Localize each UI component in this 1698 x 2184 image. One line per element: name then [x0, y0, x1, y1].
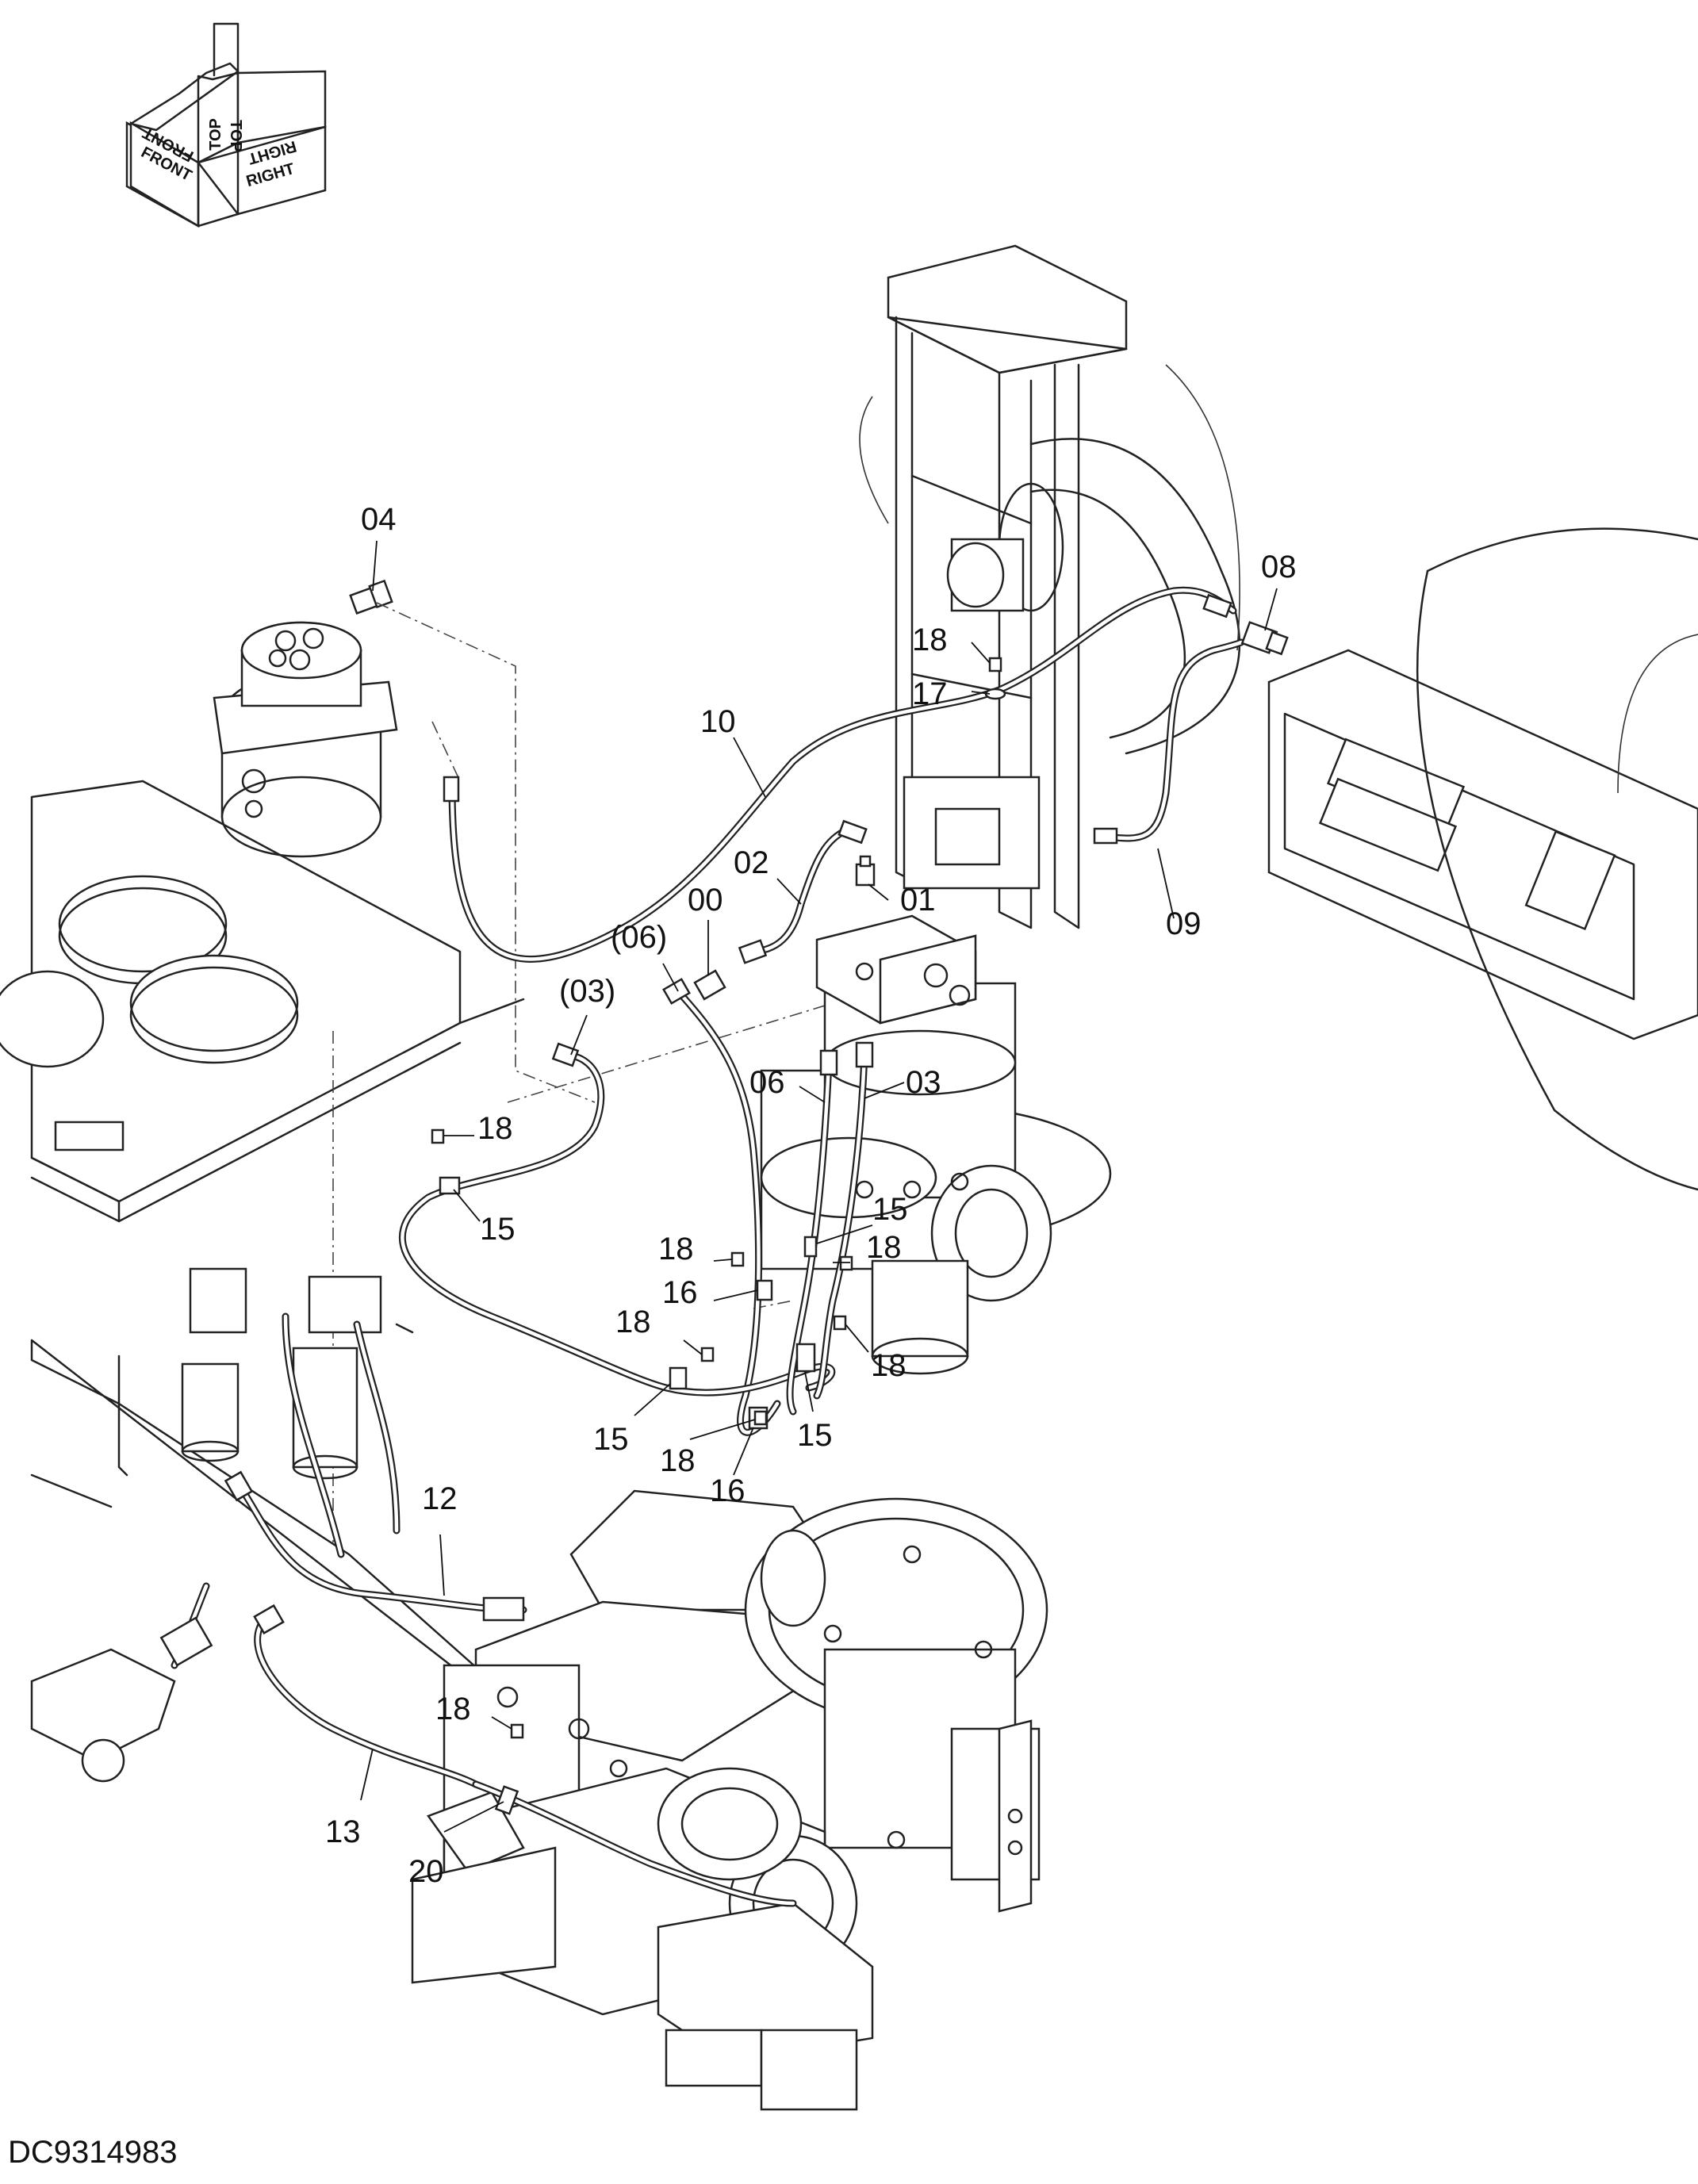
callout-15-c: 15 [593, 1422, 629, 1457]
leader-lines [360, 540, 1278, 1833]
fitting-08 [1240, 621, 1289, 656]
orient-top-label: TOP [206, 118, 224, 151]
hose-13 [253, 1604, 797, 1907]
callout-15-b: 15 [872, 1192, 908, 1227]
callout-03: 03 [906, 1065, 941, 1100]
elbow-fitting-04 [349, 579, 393, 615]
right-control-block [1267, 527, 1698, 1191]
hose-12 [224, 1470, 527, 1622]
callout-18-e: 18 [615, 1305, 651, 1339]
swivel-joint [213, 621, 398, 858]
upright-frame [859, 244, 1240, 929]
callout-18-g: 18 [660, 1443, 696, 1478]
hose-03-lower [813, 1041, 874, 1400]
orient-top-mirror-label: TOP [226, 120, 244, 152]
callout-16-b: 16 [710, 1473, 746, 1508]
drawing-number: DC9314983 [8, 2135, 178, 2170]
callout-18: 18 [912, 623, 948, 657]
callout-13: 13 [325, 1814, 361, 1849]
clamp-20 [494, 1785, 519, 1815]
callout-18-c: 18 [658, 1232, 694, 1266]
fitting-01 [855, 855, 876, 887]
callout-10: 10 [700, 704, 736, 739]
callout-03-ref: (03) [559, 974, 616, 1009]
callout-15-a: 15 [480, 1212, 516, 1247]
fitting-00 [693, 969, 726, 1001]
callout-16-a: 16 [662, 1275, 698, 1310]
hose-06-upper [662, 978, 781, 1436]
hose-10 [443, 586, 1237, 963]
orientation-arrows-icon [125, 22, 327, 228]
callout-06: 06 [749, 1065, 785, 1100]
callout-01: 01 [900, 883, 936, 918]
pilot-valve [903, 538, 1041, 890]
callout-15-d: 15 [797, 1418, 833, 1453]
callout-00: 00 [688, 883, 723, 918]
lower-left-filters [30, 1267, 493, 1783]
callout-18-f: 18 [871, 1348, 906, 1383]
callout-18-b: 18 [477, 1111, 513, 1146]
callout-08: 08 [1261, 550, 1297, 584]
main-pump [411, 1489, 1048, 2111]
clamps [439, 1176, 818, 1430]
hose-09 [1093, 638, 1245, 845]
callout-20: 20 [408, 1854, 444, 1889]
callout-18-d: 18 [866, 1230, 902, 1265]
callout-06-ref: (06) [611, 920, 668, 955]
callout-09: 09 [1166, 906, 1202, 941]
callout-17: 17 [912, 676, 948, 711]
swing-motor [760, 914, 1112, 1375]
callout-04: 04 [361, 502, 397, 537]
hose-06-lower [786, 1049, 838, 1416]
callout-12: 12 [422, 1481, 458, 1516]
callout-02: 02 [734, 845, 769, 880]
callout-18-h: 18 [435, 1692, 471, 1726]
upper-frame-plate [0, 780, 525, 1223]
